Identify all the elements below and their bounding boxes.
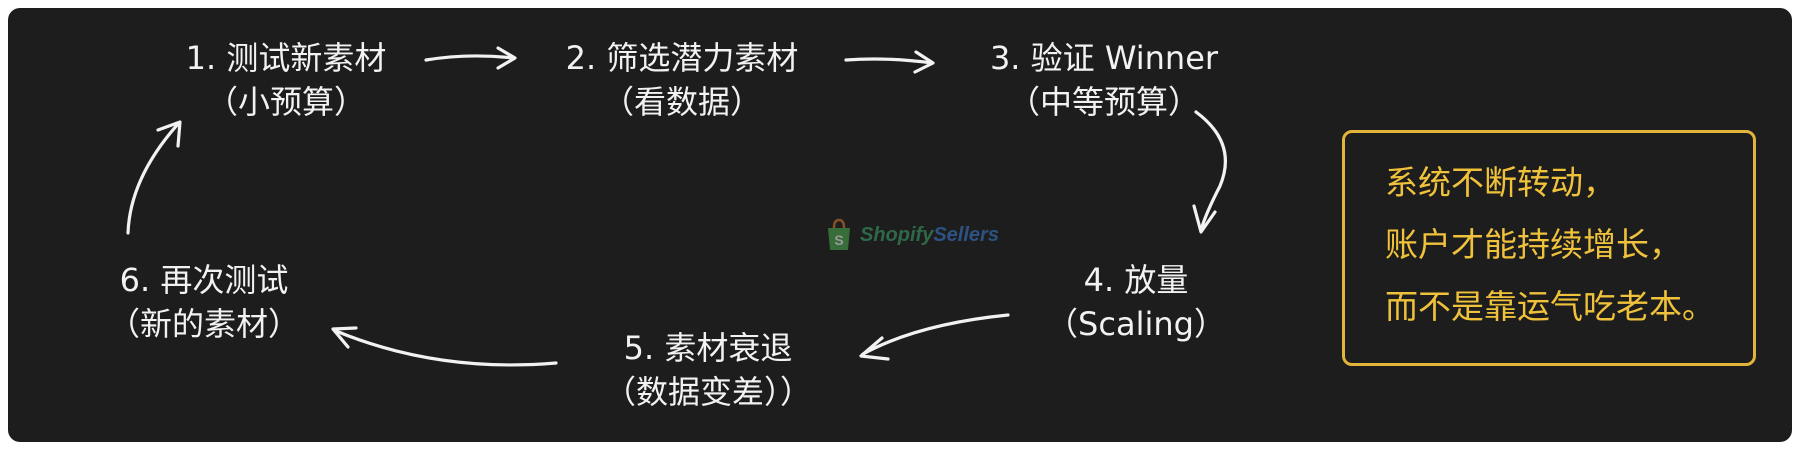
- step-title: 1. 测试新素材: [185, 39, 387, 77]
- callout-line-3: 而不是靠运气吃老本。: [1385, 287, 1715, 326]
- step-subtitle: （Scaling）: [1046, 305, 1226, 343]
- step-title: 4. 放量: [1083, 261, 1189, 299]
- watermark-part1: Shopify: [860, 223, 934, 246]
- step-1-test-new-creatives: 1. 测试新素材 （小预算）: [186, 36, 387, 124]
- diagram-board: 1. 测试新素材 （小预算） 2. 筛选潜力素材 （看数据） 3. 验证 Win…: [8, 8, 1792, 442]
- callout-line-2: 账户才能持续增长，: [1385, 225, 1682, 264]
- step-title: 2. 筛选潜力素材: [565, 39, 799, 77]
- arrow-5-to-6: [331, 326, 558, 367]
- step-4-scaling: 4. 放量 （Scaling）: [1046, 258, 1226, 346]
- arrow-6-to-1: [126, 120, 182, 235]
- step-subtitle: （数据变差））: [603, 373, 813, 411]
- watermark-part2: Sellers: [933, 223, 999, 246]
- step-subtitle: （中等预算）: [1007, 83, 1200, 121]
- step-2-filter-potential: 2. 筛选潜力素材 （看数据）: [566, 36, 799, 124]
- step-title: 3. 验证 Winner: [989, 39, 1219, 77]
- svg-text:S: S: [834, 232, 843, 248]
- callout-box: 系统不断转动， 账户才能持续增长， 而不是靠运气吃老本。: [1342, 130, 1756, 366]
- step-subtitle: （小预算）: [205, 83, 366, 121]
- watermark-text: ShopifySellers: [860, 224, 999, 247]
- arrows-layer: [126, 46, 1227, 367]
- callout-line-1: 系统不断转动，: [1385, 163, 1616, 202]
- step-title: 6. 再次测试: [119, 261, 289, 299]
- shopify-bag-icon: S: [828, 218, 850, 250]
- arrow-4-to-5: [859, 313, 1010, 361]
- arrow-1-to-2: [424, 46, 517, 70]
- step-subtitle: （新的素材）: [107, 305, 301, 343]
- step-title: 5. 素材衰退: [623, 329, 793, 367]
- arrow-2-to-3: [844, 50, 935, 74]
- step-subtitle: （看数据）: [601, 83, 762, 121]
- arrow-3-to-4: [1192, 110, 1227, 234]
- step-6-retest: 6. 再次测试 （新的素材）: [108, 258, 300, 346]
- watermark: S ShopifySellers: [824, 218, 999, 252]
- step-5-creative-decline: 5. 素材衰退 （数据变差））: [604, 326, 812, 414]
- step-3-validate-winner: 3. 验证 Winner （中等预算）: [990, 36, 1218, 124]
